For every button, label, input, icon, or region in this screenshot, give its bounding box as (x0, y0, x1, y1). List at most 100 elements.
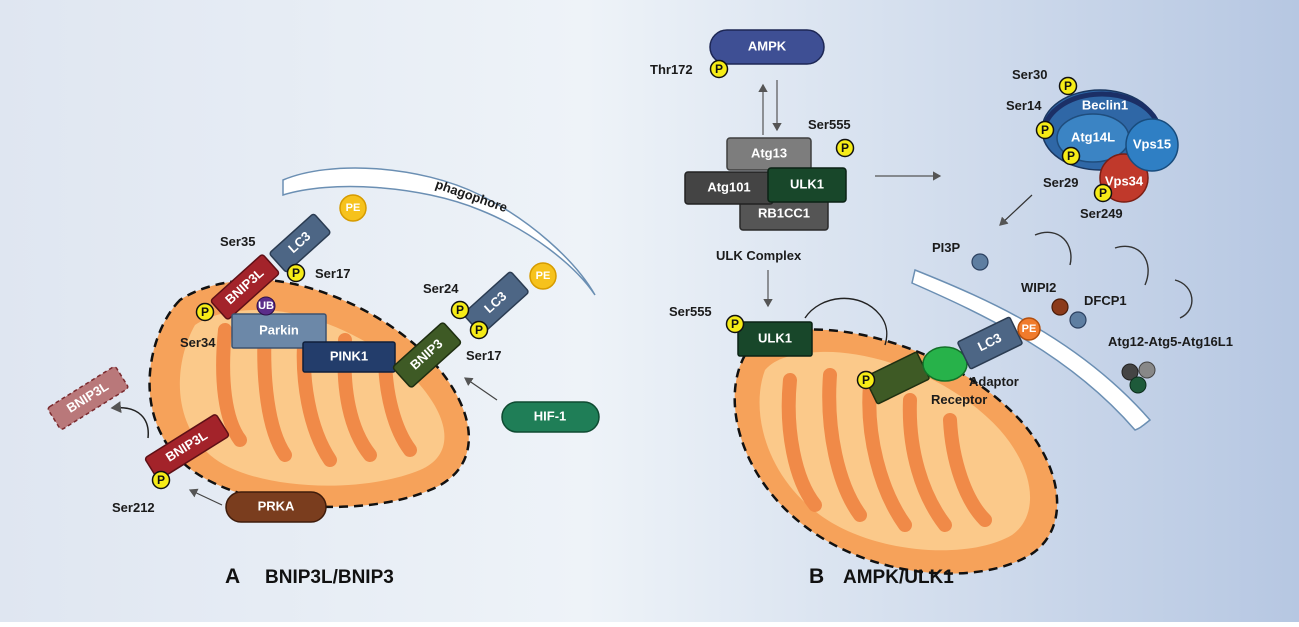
svg-text:P: P (841, 141, 849, 155)
svg-text:P: P (1041, 123, 1049, 137)
panel-b: AMPK P Thr172 Atg13 RB1CC1 Atg101 ULK1 S… (650, 29, 1233, 588)
ser555-bottom-label: Ser555 (669, 304, 712, 319)
recruit-curve-2 (1114, 245, 1149, 286)
receptor-label: Receptor (931, 392, 987, 407)
svg-text:PINK1: PINK1 (330, 348, 368, 363)
adaptor-ellipse (922, 346, 968, 382)
prka-box: PRKA (225, 491, 327, 523)
ulk-complex-label: ULK Complex (716, 248, 802, 263)
ser29-label: Ser29 (1043, 175, 1078, 190)
pink1-box: PINK1 (302, 341, 396, 373)
phospho-ser14: P (1035, 120, 1055, 140)
pe-left: PE (339, 194, 367, 222)
ser34-label: Ser34 (180, 335, 216, 350)
svg-text:P: P (1064, 79, 1072, 93)
hif1-box: HIF-1 (501, 401, 600, 433)
svg-text:PRKA: PRKA (258, 498, 295, 513)
ser17-right-label: Ser17 (466, 348, 501, 363)
ser14-label: Ser14 (1006, 98, 1042, 113)
dfcp1-dot (1069, 311, 1087, 329)
svg-text:P: P (715, 62, 723, 76)
phospho-ser30: P (1058, 76, 1078, 96)
svg-text:Parkin: Parkin (259, 322, 299, 337)
wipi2-label: WIPI2 (1021, 280, 1056, 295)
panel-a-letter: A (225, 565, 240, 588)
pi3k-arrow (999, 194, 1033, 226)
pi3p-label: PI3P (932, 240, 961, 255)
bnip3l-main: BNIP3L (210, 254, 280, 320)
vps34-label: Vps34 (1105, 173, 1144, 188)
atg-complex-label: Atg12-Atg5-Atg16L1 (1108, 334, 1233, 349)
ser30-label: Ser30 (1012, 67, 1047, 82)
ulk1-complex-box: ULK1 (767, 167, 847, 203)
prka-arrow (188, 488, 223, 506)
phospho-ser555-top: P (835, 138, 855, 158)
rb1cc1-box: RB1CC1 (739, 197, 829, 231)
dfcp1-label: DFCP1 (1084, 293, 1127, 308)
svg-text:HIF-1: HIF-1 (534, 408, 567, 423)
thr172-label: Thr172 (650, 62, 693, 77)
ser24-label: Ser24 (423, 281, 459, 296)
svg-text:ULK1: ULK1 (758, 330, 792, 345)
ser249-label: Ser249 (1080, 206, 1123, 221)
release-arrow (110, 401, 149, 439)
phospho-ser34: P (195, 302, 215, 322)
panel-a: phagophore LC3 PE BNIP3L Ser35 P Ser17 P… (47, 167, 600, 588)
pe-right: PE (529, 262, 557, 290)
phagophore-membrane (282, 167, 596, 296)
svg-text:P: P (475, 323, 483, 337)
svg-text:PE: PE (1022, 323, 1037, 335)
svg-text:ULK1: ULK1 (790, 176, 824, 191)
svg-text:P: P (731, 317, 739, 331)
phospho-ser249: P (1093, 183, 1113, 203)
phospho-receptor: P (856, 370, 876, 390)
svg-text:P: P (292, 266, 300, 280)
pi3p-dot (971, 253, 989, 271)
ser555-top-label: Ser555 (808, 117, 851, 132)
phospho-ser24: P (450, 300, 470, 320)
panel-b-title: AMPK/ULK1 (843, 567, 954, 588)
lc3-right: LC3 (463, 271, 529, 335)
svg-text:P: P (456, 303, 464, 317)
svg-text:RB1CC1: RB1CC1 (758, 205, 810, 220)
lc3-b-box: LC3 (957, 316, 1023, 370)
atg12-atg5-atg16l1-dots (1121, 361, 1156, 394)
ubiquitin-tag: UB (256, 296, 276, 316)
beclin1-label: Beclin1 (1082, 97, 1128, 112)
recruit-curve-3 (1174, 279, 1193, 319)
panel-a-title: BNIP3L/BNIP3 (265, 567, 394, 588)
mitochondrion-b (733, 328, 1059, 575)
atg13-box: Atg13 (726, 137, 812, 171)
svg-text:PE: PE (346, 202, 361, 214)
svg-text:P: P (157, 473, 165, 487)
svg-text:P: P (1099, 186, 1107, 200)
hif1-arrow (464, 377, 498, 401)
svg-text:Atg101: Atg101 (707, 179, 750, 194)
svg-text:P: P (1067, 149, 1075, 163)
svg-text:AMPK: AMPK (748, 38, 787, 53)
phospho-ser555-bottom: P (725, 314, 745, 334)
ser212-label: Ser212 (112, 500, 155, 515)
phospho-ser29: P (1061, 146, 1081, 166)
phospho-ser212: P (151, 470, 171, 490)
pe-b: PE (1017, 317, 1041, 341)
ser35-label: Ser35 (220, 234, 255, 249)
svg-text:Atg13: Atg13 (751, 145, 787, 160)
vps15-label: Vps15 (1133, 136, 1171, 151)
ulk1-bottom-box: ULK1 (737, 321, 813, 357)
adaptor-label: Adaptor (969, 374, 1019, 389)
ampk-box: AMPK (709, 29, 825, 65)
ulk1-curve (804, 297, 888, 346)
recruit-curve-1 (1034, 231, 1072, 266)
atg101-box: Atg101 (684, 171, 774, 205)
phospho-ser17-right: P (469, 320, 489, 340)
phospho-ser17-left: P (286, 263, 306, 283)
parkin-box: Parkin (231, 313, 327, 349)
panel-b-letter: B (809, 565, 824, 588)
svg-text:P: P (201, 305, 209, 319)
atg14l-label: Atg14L (1071, 129, 1115, 144)
ser17-left-label: Ser17 (315, 266, 350, 281)
svg-text:PE: PE (536, 270, 551, 282)
